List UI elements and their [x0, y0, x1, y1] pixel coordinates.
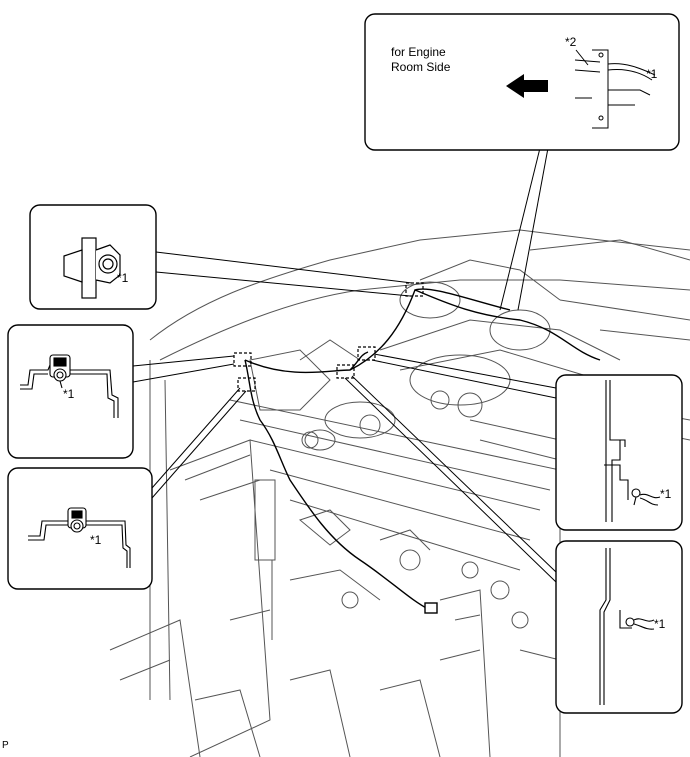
clip-mid-left-marker: *1 — [63, 387, 75, 401]
clip-lower-left-marker: *1 — [90, 533, 102, 547]
clip-right-upper-marker: *1 — [660, 487, 672, 501]
clip-markers — [233, 282, 424, 392]
clip-right-lower-marker: *1 — [654, 617, 666, 631]
engine-room-caption-line2: Room Side — [391, 60, 451, 74]
engine-room-marker-b: *1 — [646, 67, 658, 81]
engine-bay-sketch — [109, 229, 690, 757]
illustration-code: P — [2, 740, 9, 751]
engine-room-marker-a: *2 — [565, 35, 577, 49]
leader-lines — [132, 147, 557, 583]
clip-upper-left-marker: *1 — [117, 271, 129, 285]
wire-harness-route — [244, 288, 601, 614]
engine-room-caption-line1: for Engine — [391, 45, 446, 59]
